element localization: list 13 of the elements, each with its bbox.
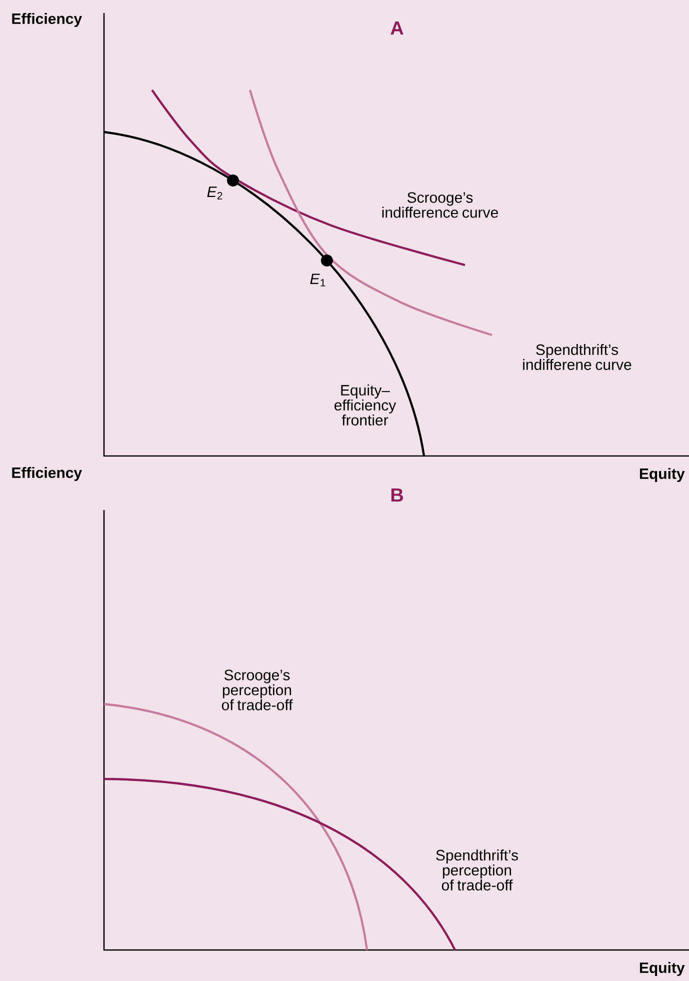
curve-label: E$_{1}$ [310, 274, 326, 286]
curve-label: E$_{2}$ [207, 186, 222, 200]
curve-label: Equity– efficiency frontier [334, 384, 396, 426]
axis-label: Equity [640, 468, 685, 482]
curve-label: Spendthrift’s perception of trade-off [436, 850, 518, 890]
curve-label: Scrooge’s indifference curve [382, 192, 498, 218]
panel-letter: B [391, 488, 403, 502]
panel-letter: A [390, 21, 404, 35]
axis-label: Efficiency [12, 13, 82, 27]
curve-label: Scrooge’s perception of trade-off [222, 670, 293, 710]
axis-label: Equity [640, 962, 685, 976]
curve-label: Spendthrift’s indifferene curve [523, 344, 632, 370]
axis-label: Efficiency [12, 467, 82, 481]
